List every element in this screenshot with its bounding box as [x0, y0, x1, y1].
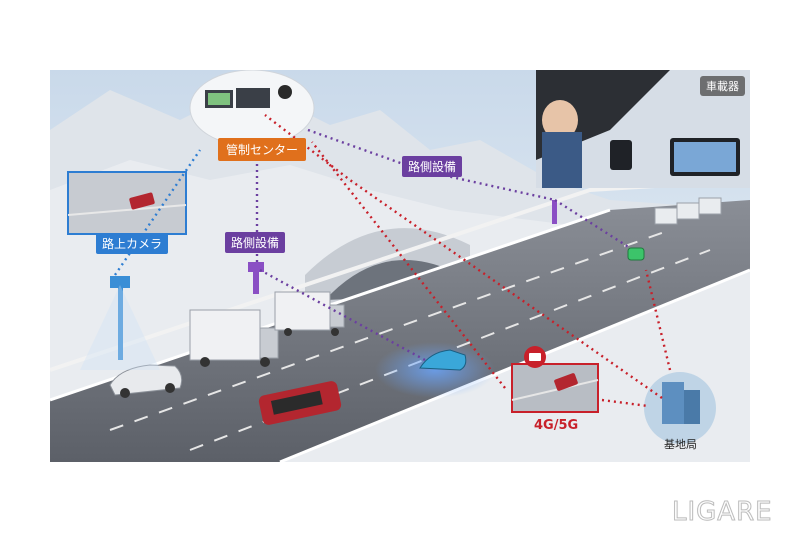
white-car — [109, 364, 183, 398]
roadside-unit-top — [552, 200, 557, 224]
control-center-label: 管制センター — [218, 138, 307, 161]
connected-car-glow — [375, 342, 495, 398]
blue-link — [114, 149, 201, 276]
green-car — [627, 247, 645, 261]
connected-car — [419, 349, 467, 371]
accident-camera-inset — [511, 363, 599, 413]
roadside-unit-left-label: 路側設備 — [225, 232, 286, 253]
operator — [278, 85, 292, 99]
road-camera-label: 路上カメラ — [96, 233, 169, 254]
road-camera-pole — [80, 276, 160, 370]
roadside-unit-left — [248, 262, 264, 294]
scene-illustration — [50, 70, 750, 462]
lane-line-1 — [109, 229, 671, 431]
purple-links — [255, 128, 631, 362]
building-icon — [662, 382, 700, 424]
overturned-car — [258, 381, 342, 425]
red-links — [264, 114, 672, 408]
roadside-unit-top-label: 路側設備 — [402, 156, 463, 177]
road-camera-inset — [67, 171, 187, 235]
truck-1 — [189, 309, 279, 367]
brand-logo: LIGARE — [672, 497, 773, 528]
highway — [50, 200, 750, 462]
onboard-device-label: 車載器 — [700, 76, 745, 96]
camera-icon-body — [529, 353, 541, 361]
highway-scene — [50, 70, 750, 462]
trucks-far — [654, 197, 722, 225]
base-station-label: 基地局 — [664, 438, 697, 451]
monitor-icon — [205, 88, 270, 108]
truck-2 — [274, 291, 345, 336]
network-label: 4G/5G — [534, 418, 579, 433]
